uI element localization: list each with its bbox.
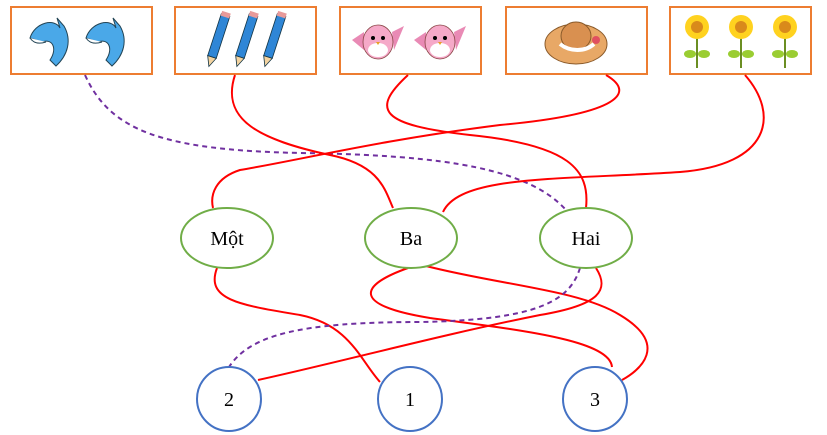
pencil-icon	[207, 10, 231, 68]
oval-label: Ba	[400, 228, 422, 250]
circle-2[interactable]	[196, 366, 262, 432]
pencil-icon	[235, 10, 259, 68]
line-hai-2	[257, 267, 603, 381]
dolphin-icon	[29, 17, 69, 67]
line-hat-mot	[211, 74, 621, 209]
circle-label: 2	[224, 389, 234, 411]
sunflower-icon	[728, 15, 754, 68]
oval-hai[interactable]	[539, 207, 633, 269]
line-ba-3a	[369, 267, 613, 368]
line-sunflowers-ba	[442, 74, 765, 213]
sunflower-icon	[772, 15, 798, 68]
line-ba-3b	[425, 265, 649, 381]
line-pencils-ba	[230, 74, 394, 209]
pencil-icon	[263, 10, 287, 68]
circle-label: 1	[405, 389, 415, 411]
circle-label: 3	[590, 389, 600, 411]
bird-icon	[352, 24, 404, 60]
oval-ba[interactable]	[364, 207, 458, 269]
hat-icon	[544, 21, 608, 65]
oval-label: Hai	[572, 228, 601, 250]
line-mot-1	[213, 267, 381, 383]
circle-1[interactable]	[377, 366, 443, 432]
line-hai-2-dashed	[228, 267, 581, 368]
line-birds-hai	[386, 74, 588, 209]
bird-icon	[414, 24, 466, 60]
oval-mot[interactable]	[180, 207, 274, 269]
oval-label: Một	[210, 228, 244, 250]
line-dolphins-hai	[84, 74, 567, 211]
dolphin-icon	[85, 17, 125, 67]
sunflower-icon	[684, 15, 710, 68]
circle-3[interactable]	[562, 366, 628, 432]
